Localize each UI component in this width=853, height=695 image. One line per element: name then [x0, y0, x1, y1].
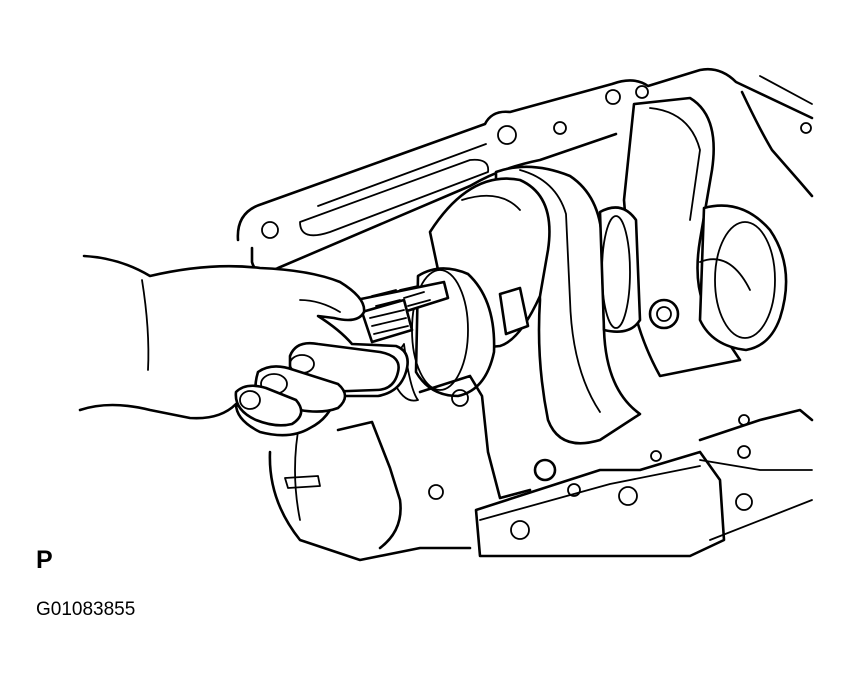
plastigage-strip [354, 280, 450, 344]
engine-block-lower [268, 374, 814, 562]
figure-code: G01083855 [36, 599, 136, 620]
view-letter: P [36, 546, 53, 574]
hand [78, 254, 409, 437]
crankshaft [392, 96, 788, 445]
